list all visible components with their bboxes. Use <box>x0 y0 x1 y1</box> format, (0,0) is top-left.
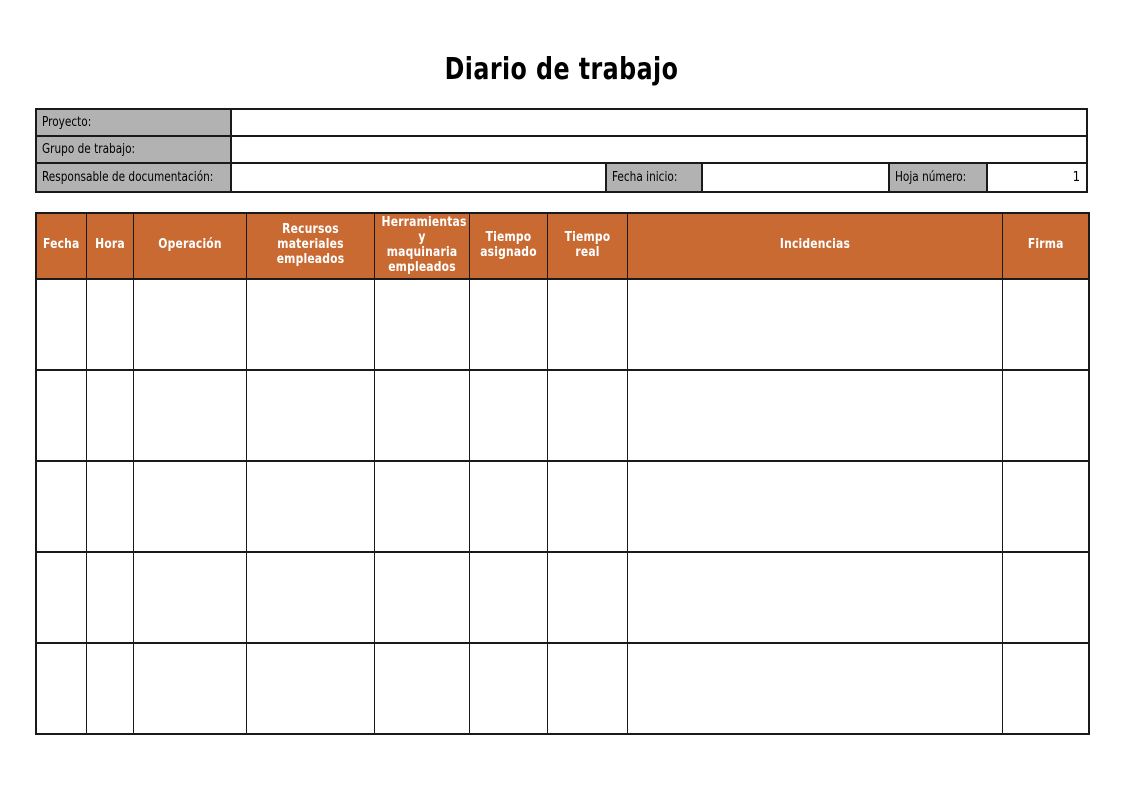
cell-recursos[interactable] <box>245 550 375 644</box>
cell-herramientas[interactable] <box>373 277 470 371</box>
cell-recursos[interactable] <box>245 277 375 371</box>
column-header-firma-label: Firma <box>1027 237 1064 253</box>
cell-tiempo-real[interactable] <box>546 277 628 371</box>
cell-operacion[interactable] <box>132 641 247 735</box>
meta-label-responsable-documentacion: Responsable de documentación: <box>37 164 232 191</box>
meta-value-proyecto[interactable] <box>232 110 1086 135</box>
cell-tiempo-real[interactable] <box>546 459 628 553</box>
cell-incidencias[interactable] <box>626 368 1003 462</box>
cell-hora[interactable] <box>85 459 134 553</box>
meta-row-responsable: Responsable de documentación: Fecha inic… <box>37 164 1087 191</box>
cell-firma[interactable] <box>1001 459 1090 553</box>
cell-firma[interactable] <box>1001 550 1090 644</box>
cell-fecha[interactable] <box>35 641 87 735</box>
meta-label-hoja-numero-text: Hoja número: <box>895 170 967 185</box>
table-row <box>35 459 1090 553</box>
page-title: Diario de trabajo <box>444 52 679 87</box>
cell-herramientas[interactable] <box>373 550 470 644</box>
column-header-herramientas-maquinaria[interactable]: Herramientas y maquinaria empleados <box>373 212 470 280</box>
cell-hora[interactable] <box>85 368 134 462</box>
column-header-fecha-label: Fecha <box>43 237 80 253</box>
work-log-table-body <box>35 277 1090 735</box>
cell-recursos[interactable] <box>245 459 375 553</box>
cell-incidencias[interactable] <box>626 459 1003 553</box>
meta-row-proyecto: Proyecto: <box>37 110 1086 137</box>
cell-tiempo-asignado[interactable] <box>468 368 548 462</box>
column-header-recursos-materiales-label: Recursos materiales empleados <box>276 222 344 268</box>
meta-label-fecha-inicio-text: Fecha inicio: <box>612 170 678 185</box>
cell-fecha[interactable] <box>35 459 87 553</box>
column-header-tiempo-real[interactable]: Tiempo real <box>546 212 628 280</box>
cell-fecha[interactable] <box>35 277 87 371</box>
column-header-hora[interactable]: Hora <box>85 212 134 280</box>
column-header-tiempo-asignado[interactable]: Tiempo asignado <box>468 212 548 280</box>
cell-incidencias[interactable] <box>626 550 1003 644</box>
column-header-operacion[interactable]: Operación <box>132 212 247 280</box>
cell-firma[interactable] <box>1001 368 1090 462</box>
cell-herramientas[interactable] <box>373 368 470 462</box>
document-meta-block: Proyecto: Grupo de trabajo: Responsable … <box>35 108 1088 193</box>
column-header-herramientas-maquinaria-label: Herramientas y maquinaria empleados <box>381 215 467 275</box>
cell-incidencias[interactable] <box>626 277 1003 371</box>
column-header-fecha[interactable]: Fecha <box>35 212 87 280</box>
column-header-tiempo-real-label: Tiempo real <box>564 229 610 260</box>
table-row <box>35 550 1090 644</box>
cell-fecha[interactable] <box>35 368 87 462</box>
cell-tiempo-asignado[interactable] <box>468 641 548 735</box>
cell-tiempo-real[interactable] <box>546 368 628 462</box>
meta-label-hoja-numero: Hoja número: <box>888 164 989 191</box>
meta-value-fecha-inicio[interactable] <box>702 164 889 191</box>
cell-tiempo-real[interactable] <box>546 641 628 735</box>
table-row <box>35 641 1090 735</box>
cell-hora[interactable] <box>85 277 134 371</box>
column-header-operacion-label: Operación <box>157 237 222 253</box>
meta-label-grupo-de-trabajo: Grupo de trabajo: <box>37 137 232 162</box>
cell-incidencias[interactable] <box>626 641 1003 735</box>
cell-firma[interactable] <box>1001 641 1090 735</box>
meta-label-proyecto-text: Proyecto: <box>42 115 92 130</box>
cell-fecha[interactable] <box>35 550 87 644</box>
column-header-recursos-materiales[interactable]: Recursos materiales empleados <box>245 212 375 280</box>
cell-herramientas[interactable] <box>373 459 470 553</box>
cell-operacion[interactable] <box>132 459 247 553</box>
column-header-tiempo-asignado-label: Tiempo asignado <box>479 229 537 260</box>
cell-hora[interactable] <box>85 550 134 644</box>
cell-recursos[interactable] <box>245 641 375 735</box>
work-log-table-head: Fecha Hora Operación Recursos materiales… <box>35 212 1090 280</box>
meta-label-grupo-de-trabajo-text: Grupo de trabajo: <box>42 142 136 157</box>
cell-operacion[interactable] <box>132 550 247 644</box>
cell-herramientas[interactable] <box>373 641 470 735</box>
meta-row-grupo-de-trabajo: Grupo de trabajo: <box>37 137 1086 164</box>
table-row <box>35 368 1090 462</box>
cell-firma[interactable] <box>1001 277 1090 371</box>
table-header-row: Fecha Hora Operación Recursos materiales… <box>35 212 1090 280</box>
meta-label-fecha-inicio: Fecha inicio: <box>605 164 703 191</box>
meta-label-responsable-documentacion-text: Responsable de documentación: <box>42 170 214 185</box>
column-header-hora-label: Hora <box>94 237 125 253</box>
cell-tiempo-real[interactable] <box>546 550 628 644</box>
cell-recursos[interactable] <box>245 368 375 462</box>
work-log-table: Fecha Hora Operación Recursos materiales… <box>35 212 1090 735</box>
meta-value-responsable-documentacion[interactable] <box>232 164 606 191</box>
cell-tiempo-asignado[interactable] <box>468 277 548 371</box>
meta-label-proyecto: Proyecto: <box>37 110 232 135</box>
cell-tiempo-asignado[interactable] <box>468 459 548 553</box>
meta-value-grupo-de-trabajo[interactable] <box>232 137 1086 162</box>
table-row <box>35 277 1090 371</box>
column-header-incidencias-label: Incidencias <box>779 237 850 253</box>
column-header-firma[interactable]: Firma <box>1001 212 1090 280</box>
meta-value-hoja-numero[interactable]: 1 <box>988 164 1087 191</box>
column-header-incidencias[interactable]: Incidencias <box>626 212 1003 280</box>
cell-tiempo-asignado[interactable] <box>468 550 548 644</box>
cell-hora[interactable] <box>85 641 134 735</box>
cell-operacion[interactable] <box>132 368 247 462</box>
cell-operacion[interactable] <box>132 277 247 371</box>
